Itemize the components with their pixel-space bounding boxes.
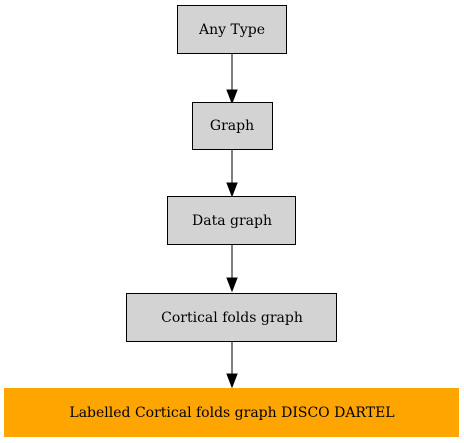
- edge-any-type-to-graph: [226, 53, 238, 105]
- node-any-type-box: [177, 5, 287, 54]
- node-cortical-folds-graph-label: Cortical folds graph: [161, 310, 303, 326]
- node-graph-box: [192, 102, 273, 150]
- node-data-graph-box: [167, 196, 296, 245]
- node-any-type-label: Any Type: [198, 22, 265, 38]
- node-data-graph-label: Data graph: [192, 213, 272, 229]
- node-data-graph[interactable]: Data graph: [167, 196, 296, 245]
- node-graph-label: Graph: [210, 118, 254, 134]
- edge-cortical-folds-graph-to-labelled: [226, 341, 238, 389]
- node-labelled-label: Labelled Cortical folds graph DISCO DART…: [69, 405, 394, 421]
- edge-data-graph-to-cortical-folds-graph: [226, 244, 238, 293]
- node-cortical-folds-graph-box: [126, 293, 337, 342]
- node-cortical-folds-graph[interactable]: Cortical folds graph: [126, 293, 337, 342]
- node-any-type[interactable]: Any Type: [177, 5, 287, 54]
- edge-graph-to-data-graph: [226, 149, 238, 198]
- node-labelled-box: [4, 388, 459, 437]
- node-labelled-cortical-folds-graph-disco-dartel[interactable]: Labelled Cortical folds graph DISCO DART…: [4, 388, 459, 437]
- node-graph[interactable]: Graph: [192, 102, 273, 150]
